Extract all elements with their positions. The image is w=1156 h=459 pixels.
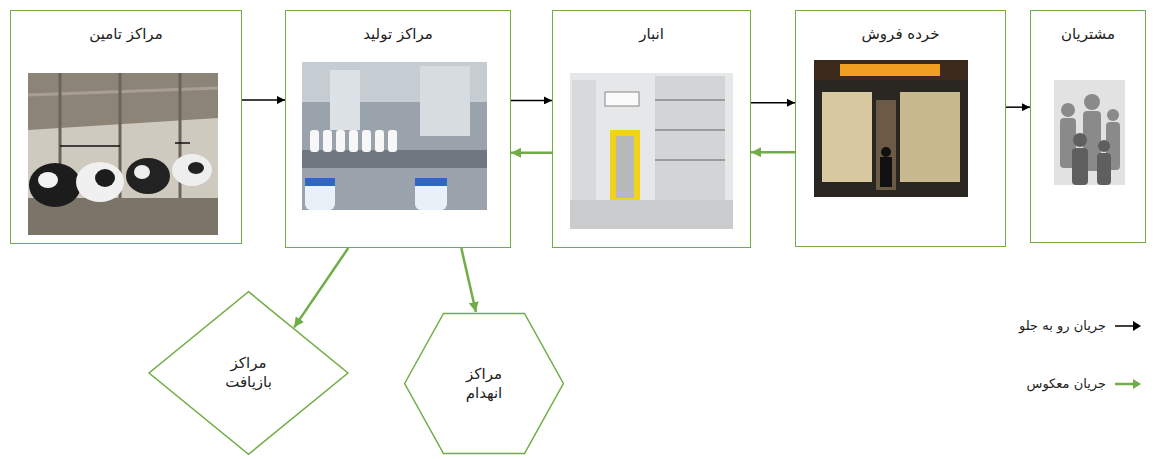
- legend-line: [1115, 325, 1134, 327]
- node-texts: انبار: [553, 11, 750, 44]
- node-label: مراکز تولید: [286, 25, 510, 44]
- flow-arrow: [511, 152, 552, 155]
- retail-box: خرده فروش: [795, 10, 1006, 247]
- shop-photo: [814, 60, 968, 197]
- disposal-hexagon: مراکز انهدام: [403, 312, 565, 455]
- warehouse-box: انبار: [552, 10, 751, 248]
- node-texts: خرده فروش: [796, 11, 1005, 44]
- legend-entry: جریان معکوس: [1027, 376, 1142, 391]
- legend-entry: جریان رو به جلو: [1019, 318, 1142, 333]
- recycling-diamond: مراکز بازیافت: [147, 290, 350, 456]
- node-texts: مراکز بازیافت: [209, 354, 289, 392]
- legend-line: [1115, 382, 1134, 385]
- node-label: مشتریان: [1031, 25, 1145, 44]
- node-texts: مراکز تولید: [286, 11, 510, 44]
- node-texts: مراکز تامین: [11, 11, 241, 44]
- node-label: خرده فروش: [796, 25, 1005, 44]
- legend-label: جریان رو به جلو: [1019, 318, 1106, 333]
- customers-photo: [1054, 80, 1125, 185]
- legend-label: جریان معکوس: [1027, 376, 1106, 391]
- shape-outline: [149, 292, 348, 455]
- supply-box: مراکز تامین: [10, 10, 242, 244]
- legend-head: [1133, 321, 1141, 331]
- legend-head: [1133, 379, 1141, 389]
- legend-arrow: [1114, 320, 1142, 332]
- legend-arrow: [1114, 378, 1142, 390]
- node-texts: مراکز انهدام: [448, 365, 520, 403]
- shape-outline: [405, 313, 564, 453]
- node-label: مراکز انهدام: [448, 365, 520, 403]
- customers-box: مشتریان: [1030, 10, 1146, 243]
- flow-arrow: [511, 100, 552, 102]
- node-label: مراکز تامین: [11, 25, 241, 44]
- flow-arrow: [242, 99, 285, 101]
- warehouse-photo: [570, 73, 733, 229]
- production-box: مراکز تولید: [285, 10, 511, 248]
- node-texts: مشتریان: [1031, 11, 1145, 44]
- node-label: مراکز بازیافت: [209, 354, 289, 392]
- barn-photo: [28, 73, 218, 235]
- node-label: انبار: [553, 25, 750, 44]
- flow-arrow: [1006, 106, 1030, 108]
- flow-arrow: [461, 248, 476, 312]
- flow-arrow: [751, 151, 795, 154]
- flow-arrow: [294, 248, 348, 327]
- factory-photo: [302, 62, 487, 210]
- flow-arrow: [751, 102, 795, 104]
